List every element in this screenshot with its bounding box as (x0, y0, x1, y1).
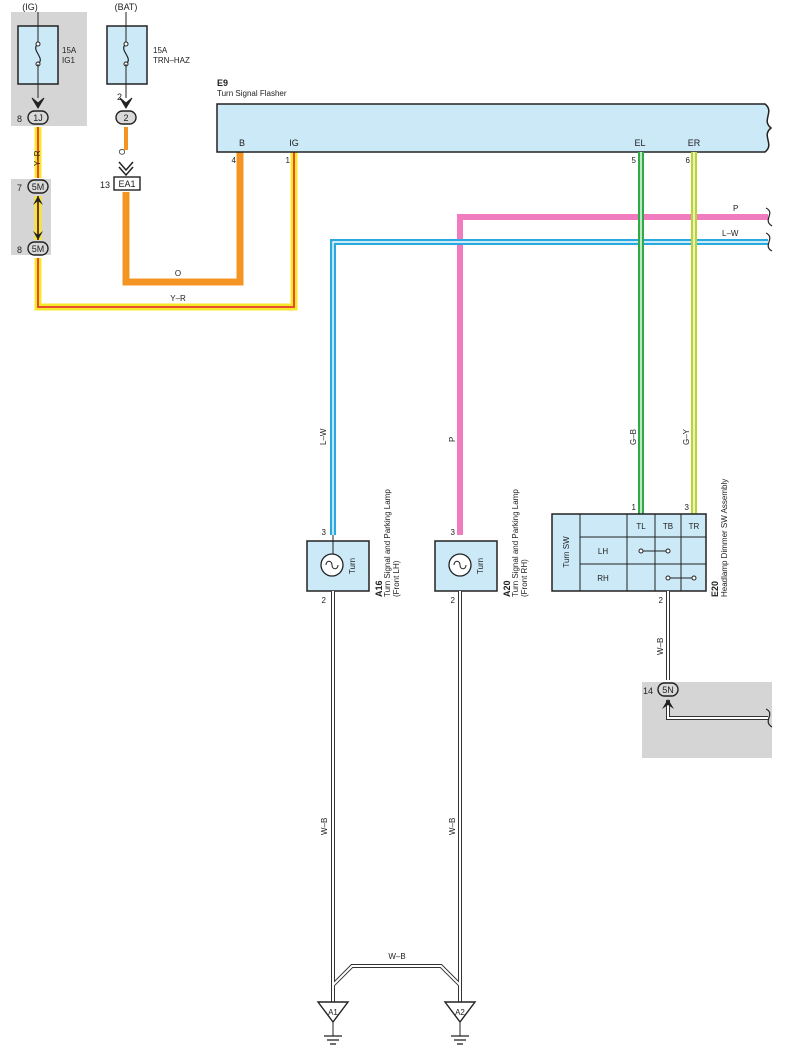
lamp-a16-code: A16 (374, 580, 384, 597)
ig1-fuse-rating: 15A (62, 46, 77, 55)
wire-label-p-top: P (733, 204, 738, 213)
wire-label-y-r-1: Y–R (33, 150, 42, 166)
connector-5m-top-pin: 7 (17, 183, 22, 193)
connector-5m-bottom-pin: 8 (17, 245, 22, 255)
turn-signal-flasher (216, 103, 773, 153)
headlamp-dimmer-switch (551, 513, 707, 592)
connector-5n: 5N (657, 682, 679, 709)
lamp-a16-pin-top: 3 (322, 528, 327, 537)
connector-2-pin: 2 (117, 92, 122, 102)
switch-code: E20 (710, 581, 720, 597)
wire-break-l-w (765, 232, 773, 252)
ground-a2 (443, 1001, 477, 1045)
wire-p (457, 214, 768, 535)
switch-row-rh: RH (597, 574, 609, 583)
svg-text:5M: 5M (32, 182, 45, 192)
svg-text:5M: 5M (32, 244, 45, 254)
lamp-a16-pin-bottom: 2 (322, 596, 327, 605)
trn-haz-fuse-name: TRN–HAZ (153, 56, 190, 65)
lamp-a20-pin-top: 3 (451, 528, 456, 537)
flasher-name: Turn Signal Flasher (217, 89, 287, 98)
ground-a1 (316, 1001, 350, 1045)
ig-supply-label: (IG) (22, 2, 38, 12)
wire-label-l-w-top: L–W (722, 229, 739, 238)
svg-text:1J: 1J (33, 113, 43, 123)
wire-o (122, 127, 244, 286)
wire-label-w-b-a20: W–B (448, 818, 457, 835)
connector-ea1-pin: 13 (100, 180, 110, 190)
wire-label-g-b: G–B (629, 429, 638, 445)
fuse-ig1 (17, 12, 59, 98)
flasher-terminal-ig: IG (289, 138, 299, 148)
lamp-a20-inner-label: Turn (476, 558, 485, 574)
switch-pin-tl: 1 (632, 503, 637, 512)
connector-5m-top: 5M (27, 179, 49, 240)
flasher-pin-el: 5 (632, 156, 637, 165)
lamp-a16-name: Turn Signal and Parking Lamp (383, 489, 392, 597)
flasher-pin-ig: 1 (286, 156, 291, 165)
switch-col-tl: TL (636, 522, 646, 531)
ig1-fuse-name: IG1 (62, 56, 75, 65)
lamp-a20-pin-bottom: 2 (451, 596, 456, 605)
wire-break-p (765, 207, 773, 227)
switch-pin-tr: 3 (685, 503, 690, 512)
wire-label-l-w-vert: L–W (319, 428, 328, 445)
ground-a2-label: A2 (455, 1008, 465, 1017)
lamp-a16 (306, 535, 370, 592)
lamp-a20-code: A20 (502, 580, 512, 597)
lamp-bulb-icon (448, 553, 472, 577)
switch-name: Headlamp Dimmer SW Assembly (720, 479, 729, 597)
connector-arrow-icon (119, 97, 133, 109)
flasher-terminal-b: B (239, 138, 245, 148)
wire-label-y-r-2: Y–R (170, 294, 186, 303)
wire-label-g-y: G–Y (682, 428, 691, 445)
connector-arrow-icon (33, 231, 43, 240)
connector-arrow-icon (31, 97, 45, 109)
wire-label-w-b-sw: W–B (656, 638, 665, 655)
ground-icon (451, 1035, 469, 1045)
bat-supply-label: (BAT) (115, 2, 138, 12)
wire-break-w-b (765, 708, 773, 728)
lamp-a20 (434, 540, 498, 592)
flasher-terminal-el: EL (634, 138, 645, 148)
lamp-a16-inner-label: Turn (348, 558, 357, 574)
switch-row-lh: LH (598, 547, 608, 556)
connector-5n-pin: 14 (643, 686, 653, 696)
switch-group-label: Turn SW (562, 536, 571, 568)
connector-1j-pin: 8 (17, 114, 22, 124)
wire-label-p-vert: P (448, 437, 457, 442)
flasher-pin-er: 6 (686, 156, 691, 165)
lamp-a20-side: (Front RH) (520, 559, 529, 597)
ground-icon (324, 1035, 342, 1045)
wire-label-o-2: O (175, 269, 181, 278)
switch-pin-bottom: 2 (659, 596, 664, 605)
lamp-a16-side: (Front LH) (392, 560, 401, 597)
ground-a1-label: A1 (328, 1008, 338, 1017)
svg-text:EA1: EA1 (118, 179, 135, 189)
connector-5m-bottom: 5M (27, 241, 49, 256)
flasher-terminal-er: ER (688, 138, 701, 148)
switch-col-tr: TR (689, 522, 700, 531)
fuse-trn-haz (106, 12, 148, 98)
connector-arrow-icon (662, 699, 674, 709)
switch-col-tb: TB (663, 522, 673, 531)
connector-ea1: EA1 (113, 161, 141, 191)
flasher-pin-b: 4 (232, 156, 237, 165)
wire-label-w-b-join: W–B (388, 952, 405, 961)
lamp-bulb-icon (320, 553, 344, 577)
svg-text:5N: 5N (662, 685, 674, 695)
flasher-code: E9 (217, 78, 228, 88)
wire-w-b (331, 591, 768, 1002)
trn-haz-fuse-rating: 15A (153, 46, 168, 55)
connector-arrow-icon (118, 161, 134, 177)
connector-1j: 1J (27, 110, 49, 125)
wire-label-o-1: O (118, 149, 127, 155)
connector-2: 2 (115, 110, 137, 125)
svg-text:2: 2 (123, 113, 128, 123)
lamp-a20-name: Turn Signal and Parking Lamp (511, 489, 520, 597)
wire-l-w (330, 239, 768, 535)
wire-label-w-b-a16: W–B (320, 818, 329, 835)
